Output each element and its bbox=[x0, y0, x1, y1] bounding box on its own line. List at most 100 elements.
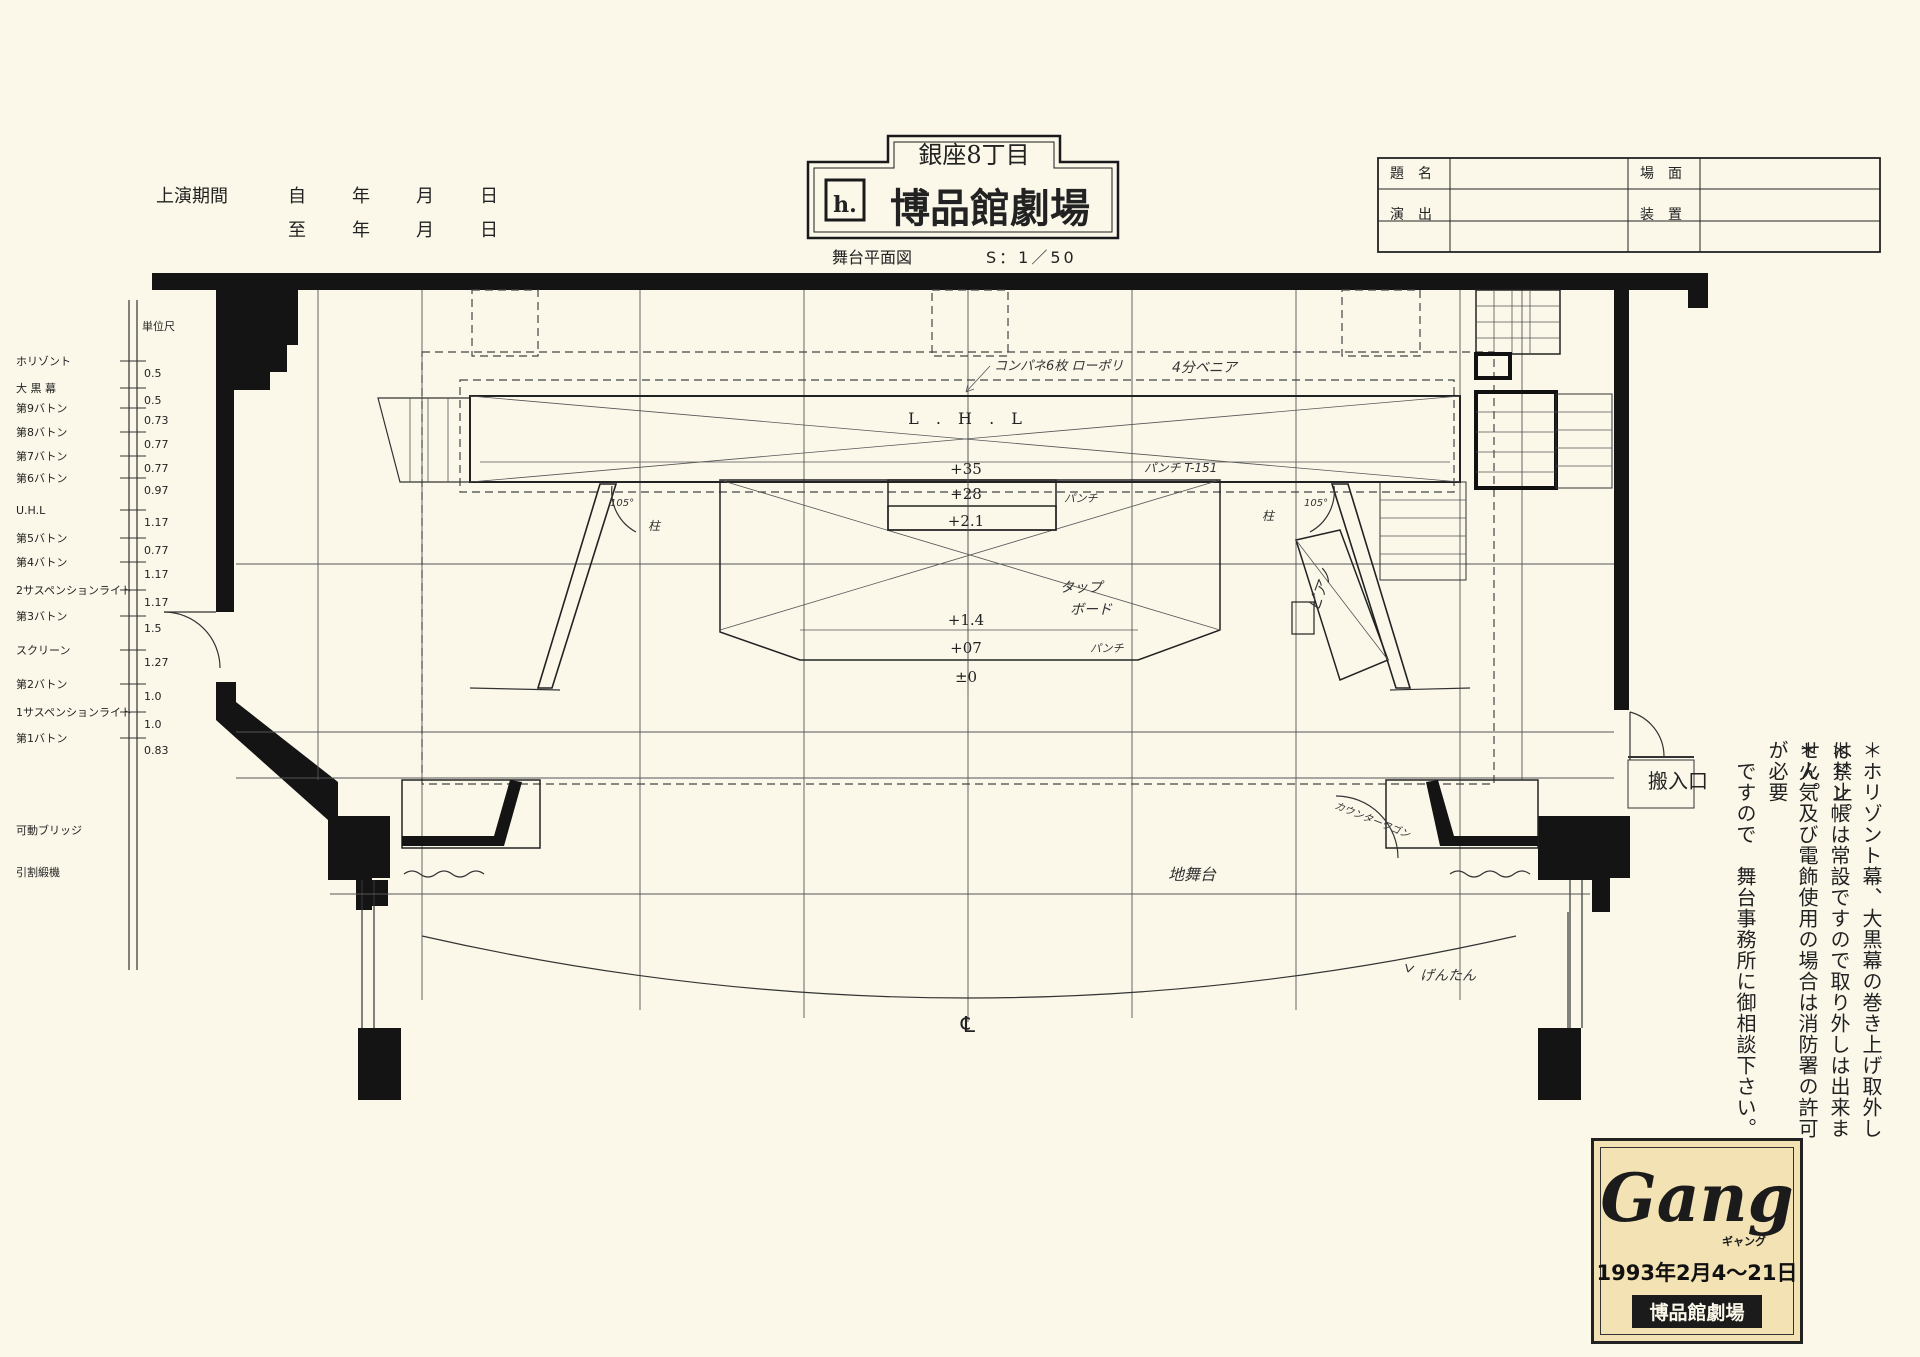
punch-note-3: パンチ bbox=[1090, 642, 1125, 655]
batten-value: 0.83 bbox=[144, 744, 169, 757]
stage-plan: 搬入口 bbox=[152, 273, 1708, 1100]
set-label: 装 置 bbox=[1640, 207, 1682, 223]
center-risers: +35 +28 +2.1 +1.4 +07 ±0 パンチ T-151 パンチ パ… bbox=[719, 430, 1221, 690]
batten-name: 第2バトン bbox=[16, 677, 67, 691]
title-label: 題 名 bbox=[1390, 166, 1432, 182]
batten-name: 第1バトン bbox=[16, 731, 67, 745]
batten-value: 0.5 bbox=[144, 367, 162, 380]
lhl-platform: L . H . L コンパネ6枚 ローポリ 4分ベニア bbox=[469, 358, 1461, 483]
batten-name: 第3バトン bbox=[16, 609, 67, 623]
level-35: +35 bbox=[950, 460, 982, 478]
batten-name: スクリーン bbox=[16, 644, 70, 657]
logo-mark: h. bbox=[833, 192, 857, 218]
apron-label: げんたん bbox=[1420, 968, 1477, 984]
period-label: 上演期間 bbox=[156, 186, 228, 207]
logo-line1: 銀座8丁目 bbox=[918, 141, 1029, 169]
counter-wagon-label: カウンターワゴン bbox=[1333, 800, 1413, 841]
batten-value: 1.0 bbox=[144, 690, 162, 703]
angle-right: 105° bbox=[1304, 498, 1328, 509]
from-label: 自 bbox=[288, 186, 306, 207]
scene-label: 場 面 bbox=[1640, 166, 1682, 182]
batten-name: 第8バトン bbox=[16, 425, 67, 439]
batten-name: 第9バトン bbox=[16, 401, 67, 415]
batten-name: 2サスペンションライト bbox=[16, 584, 132, 597]
unit-label: 単位尺 bbox=[142, 319, 175, 333]
piano: ピアノ bbox=[1291, 529, 1389, 682]
batten-value: 0.77 bbox=[144, 462, 169, 475]
side-flats: 105° 105° 柱 柱 bbox=[469, 483, 1471, 691]
downstage-left-unit bbox=[401, 779, 541, 878]
piano-label: ピアノ bbox=[1305, 566, 1337, 613]
batten-value: 1.17 bbox=[144, 516, 169, 529]
batten-name: 1サスペンションライト bbox=[16, 706, 132, 719]
dashed-outlines bbox=[421, 289, 1495, 785]
angle-left: 105° bbox=[610, 498, 634, 509]
stage-right-wall bbox=[1614, 290, 1629, 710]
tap-board-1: タップ bbox=[1060, 580, 1105, 596]
drawing-scale: S：1／50 bbox=[986, 248, 1077, 267]
batten-value: 1.17 bbox=[144, 596, 169, 609]
level-0: ±0 bbox=[955, 668, 977, 686]
stage-grid bbox=[236, 290, 1614, 1022]
to-label: 至 bbox=[288, 220, 306, 241]
pillar-right: 柱 bbox=[1262, 509, 1276, 523]
badge-venue: 博品館劇場 bbox=[1632, 1295, 1762, 1328]
note-2: ＊ドン帳は常設ですので取り外しは出来ません。 bbox=[1797, 740, 1851, 1139]
production-badge: Gang ギャング 1993年2月4～21日 博品館劇場 bbox=[1591, 1138, 1803, 1344]
drawing-title: 舞台平面図 bbox=[832, 248, 912, 267]
level-07: +07 bbox=[950, 639, 982, 657]
day-label-2: 日 bbox=[480, 220, 498, 241]
batten-value: 0.77 bbox=[144, 544, 169, 557]
loading-door-label: 搬入口 bbox=[1648, 769, 1708, 793]
level-14: +1.4 bbox=[948, 611, 984, 629]
stage-right-step-units bbox=[1379, 289, 1613, 581]
title-block: 題 名 場 面 演 出 装 置 bbox=[1377, 157, 1881, 253]
tap-board-2: ボード bbox=[1070, 602, 1113, 618]
pillar-left: 柱 bbox=[648, 519, 662, 533]
level-21: +2.1 bbox=[948, 512, 984, 530]
badge-title: Gang bbox=[1600, 1159, 1794, 1237]
logo-mark-icon bbox=[824, 178, 866, 222]
batten-value: 0.77 bbox=[144, 438, 169, 451]
theatre-logo: 銀座8丁目 h. 博品館劇場 bbox=[806, 134, 1120, 240]
lhl-label: L . H . L bbox=[908, 409, 1028, 428]
punch-note-1: パンチ T-151 bbox=[1144, 461, 1217, 475]
centerline-mark: ℄ bbox=[960, 1013, 976, 1038]
batten-name: 第7バトン bbox=[16, 449, 67, 463]
right-pier bbox=[1538, 1028, 1581, 1100]
year-label: 年 bbox=[352, 186, 370, 207]
stage-left-step-units bbox=[377, 397, 471, 483]
batten-value: 0.97 bbox=[144, 484, 169, 497]
stage-floor-label: 地舞台 bbox=[1168, 865, 1217, 884]
upstage-wall bbox=[152, 273, 1707, 290]
veneer-note: 4分ベニア bbox=[1172, 360, 1239, 376]
bridge-label: 可動ブリッジ bbox=[16, 823, 82, 837]
batten-value: 1.0 bbox=[144, 718, 162, 731]
batten-name: U.H.L bbox=[16, 504, 46, 517]
panel-note: コンパネ6枚 ローポリ bbox=[994, 358, 1123, 374]
note-3: ＊火気及び電飾使用の場合は消防署の許可が必要 bbox=[1765, 740, 1819, 1139]
badge-dates: 1993年2月4～21日 bbox=[1596, 1261, 1798, 1285]
month-label-2: 月 bbox=[416, 220, 434, 241]
batten-value: 1.27 bbox=[144, 656, 169, 669]
level-28: +28 bbox=[950, 485, 982, 503]
note-1: ＊ホリゾント幕、大黒幕の巻き上げ取外しは禁止。 bbox=[1829, 740, 1883, 1139]
director-label: 演 出 bbox=[1390, 207, 1432, 223]
batten-value: 1.5 bbox=[144, 622, 162, 635]
badge-frame bbox=[1600, 1147, 1794, 1335]
apron-edge bbox=[421, 935, 1517, 999]
note-4: ですので 舞台事務所に御相談下さい。 bbox=[1733, 740, 1757, 1139]
year-label-2: 年 bbox=[352, 220, 370, 241]
batten-name: ホリゾント bbox=[16, 355, 71, 368]
month-label: 月 bbox=[416, 186, 434, 207]
batten-name: 大 黒 幕 bbox=[16, 381, 56, 395]
stage-left-wall bbox=[216, 290, 298, 612]
badge-kana: ギャング bbox=[1722, 1235, 1766, 1248]
left-pier bbox=[358, 1028, 401, 1100]
downstage-right-unit: カウンターワゴン bbox=[1333, 779, 1539, 878]
punch-note-2: パンチ bbox=[1064, 492, 1099, 505]
batten-value: 1.17 bbox=[144, 568, 169, 581]
